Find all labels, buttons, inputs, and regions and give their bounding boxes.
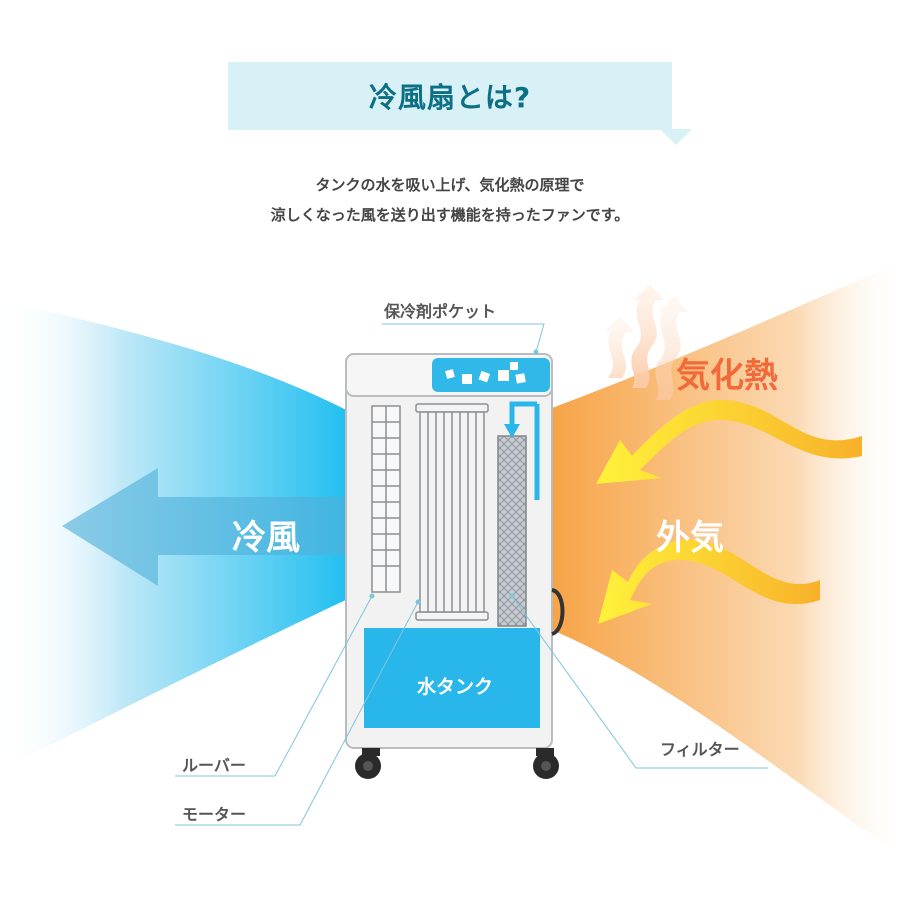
ice-pack-pocket <box>432 358 550 392</box>
description-line-1: タンクの水を吸い上げ、気化熱の原理で <box>315 176 585 194</box>
cold-air-arrow <box>62 468 345 586</box>
cold-air-label: 冷風 <box>232 518 300 558</box>
motor-fan <box>415 403 489 621</box>
water-tank-label: 水タンク <box>417 676 494 698</box>
water-flow-arrow <box>509 401 540 500</box>
ice-pocket-label: 保冷剤ポケット <box>384 302 497 321</box>
leader-lines <box>175 323 768 826</box>
outside-air-arrow-upper <box>596 400 862 484</box>
title-banner: 冷風扇とは? <box>228 62 692 145</box>
louver-label: ルーバー <box>182 756 246 775</box>
filter-label: フィルター <box>660 740 740 759</box>
outside-air-label: 外気 <box>656 518 724 558</box>
heat-label: 気化熱 <box>676 356 778 396</box>
cooling-fan-device <box>345 353 565 779</box>
outside-air-arrow-lower <box>598 540 820 624</box>
description-line-2: 涼しくなった風を送り出す機能を持ったファンです。 <box>270 206 630 224</box>
water-tank <box>364 628 540 728</box>
heat-steam-icon <box>604 284 688 400</box>
page-title: 冷風扇とは? <box>368 81 532 114</box>
wheels <box>355 748 559 779</box>
motor-label: モーター <box>182 805 247 824</box>
louver-grid <box>371 405 401 593</box>
